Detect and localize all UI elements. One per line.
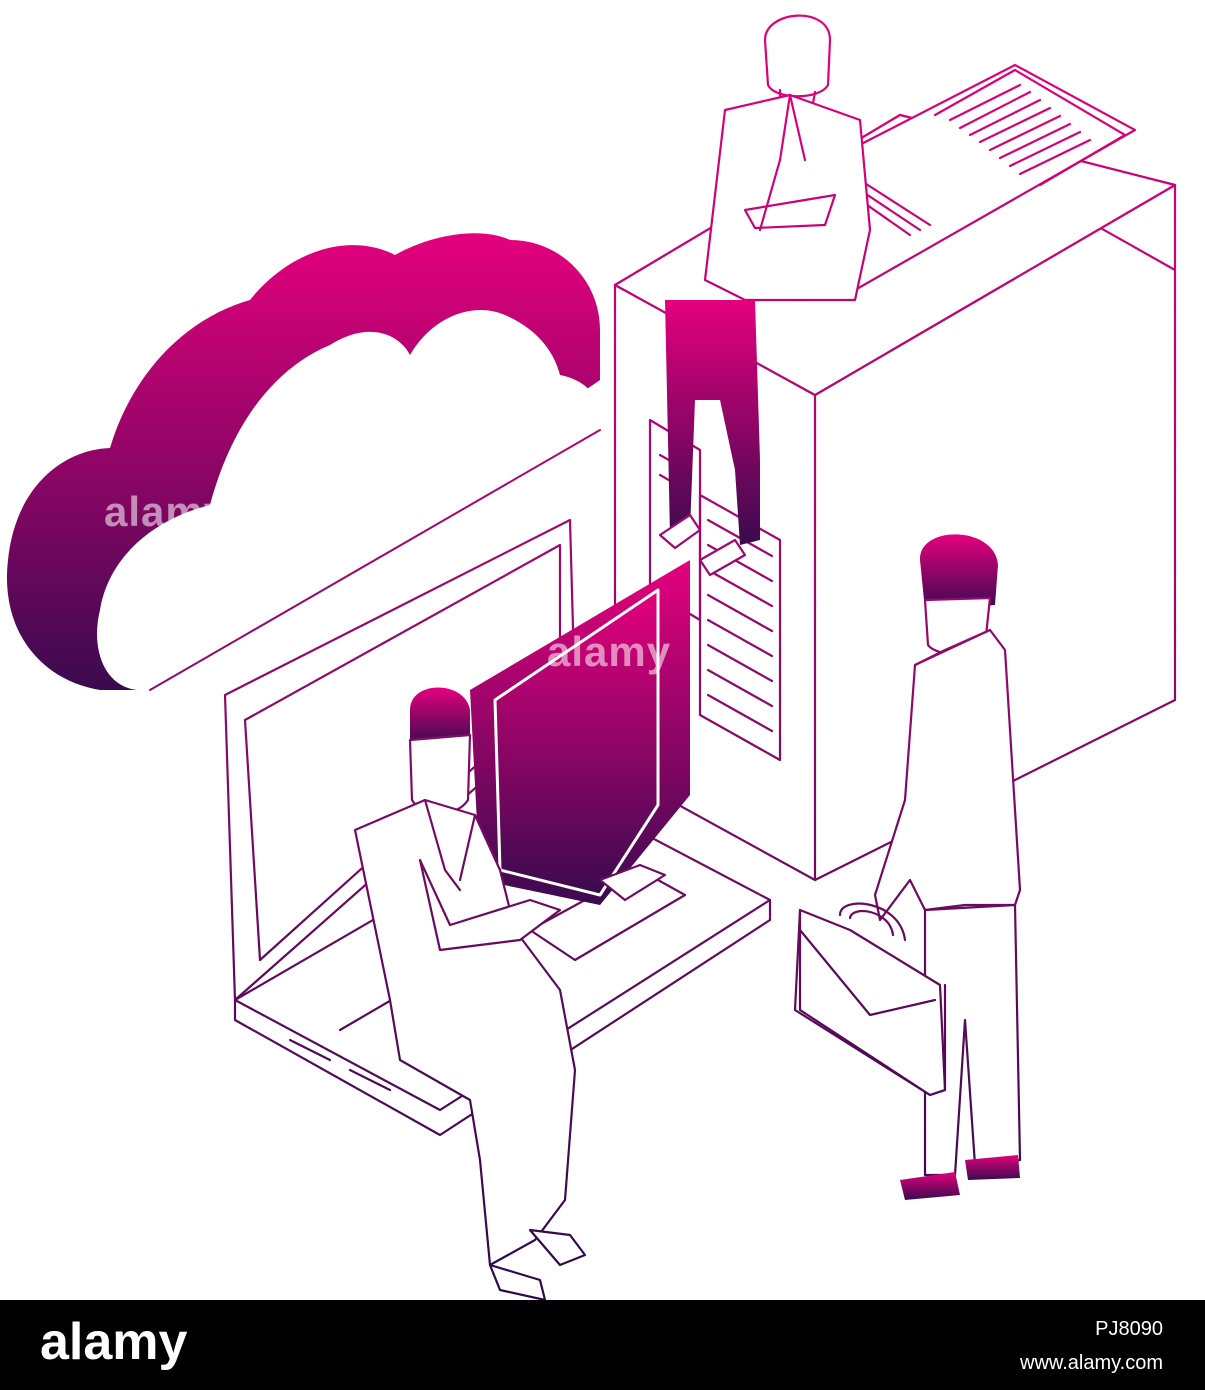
businessman-holding-shield	[353, 687, 667, 1300]
shield-icon	[470, 560, 690, 905]
briefcase-icon	[793, 902, 947, 1097]
footer-logo: alamy	[40, 1313, 188, 1371]
footer-bar: alamy PJ8090 www.alamy.com	[0, 1300, 1205, 1390]
businessman-sitting-on-server	[658, 14, 872, 577]
footer-url: www.alamy.com	[1020, 1352, 1163, 1374]
server-tower	[613, 63, 1177, 882]
image-id: PJ8090	[1095, 1318, 1163, 1340]
isometric-illustration	[6, 14, 1177, 1300]
businessman-with-briefcase	[793, 534, 1022, 1200]
cloud-icon	[6, 233, 601, 691]
